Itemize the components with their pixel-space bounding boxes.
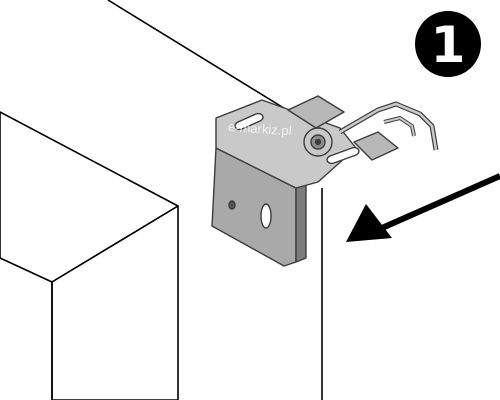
step-badge: 1 xyxy=(415,11,481,77)
bracket-bolt-center xyxy=(314,138,322,146)
arrow-head xyxy=(346,204,392,242)
arrow-shaft xyxy=(380,173,500,231)
mounting-bracket-icon xyxy=(211,95,439,267)
isometric-box xyxy=(0,111,179,400)
bracket-top-slot-left xyxy=(234,112,264,131)
bracket-side-hole xyxy=(228,200,236,210)
bracket-spring-hook-inner xyxy=(339,102,438,151)
watermark-text: e-markiz.pl xyxy=(228,119,293,138)
step-number: 1 xyxy=(431,16,466,74)
step-number-circle-icon xyxy=(415,11,481,77)
bracket-clip-tab-2 xyxy=(353,131,399,161)
bracket-clip-tab xyxy=(287,95,345,129)
bracket-slot xyxy=(260,203,272,229)
bracket-spring-lower-inner xyxy=(383,117,415,137)
wall-lines xyxy=(107,0,323,400)
wall-top-edge xyxy=(107,0,301,119)
bracket-plate-side xyxy=(295,183,307,263)
pointing-arrow-icon xyxy=(346,173,500,242)
bracket-top-slot-right xyxy=(326,146,360,165)
